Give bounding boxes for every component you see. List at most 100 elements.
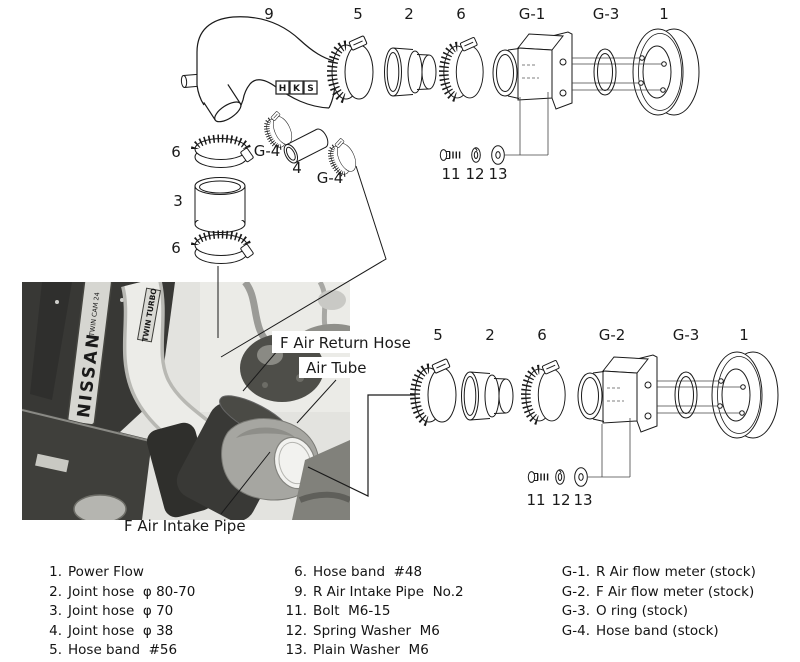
part-number: 1. [49, 564, 62, 580]
photo-nissan-plaque: NISSAN TWIN CAM 24 [66, 282, 113, 426]
joint-hose-80-70-front-drawing [461, 371, 514, 421]
part-number: 3. [49, 603, 62, 620]
hose-band-48-drawing [444, 37, 483, 98]
parts-list-item: G-2. F Air flow meter (stock) [556, 583, 756, 603]
parts-list-item: G-1. R Air flow meter (stock) [556, 563, 756, 583]
o-ring-front-drawing [674, 371, 698, 419]
filter-bolt-holes [638, 55, 667, 93]
label-meter-g1: G-1 [519, 5, 546, 23]
parts-list-column-3: G-1. R Air flow meter (stock) G-2. F Air f… [556, 563, 756, 641]
label-hose-2: 2 [404, 5, 414, 23]
parts-list-item: 9.R Air Intake Pipe No.2 [281, 583, 464, 603]
label-band-6-bottom: 6 [171, 239, 181, 257]
hose-band-56-front-drawing [415, 359, 456, 422]
alignment-lines [572, 57, 663, 91]
air-flow-meter-g1-drawing [492, 31, 573, 110]
callout-return-hose: F Air Return Hose [280, 334, 411, 352]
part-number: 12. [285, 622, 307, 639]
filter-bolt-holes-front [717, 378, 746, 416]
parts-list-item: G-3. O ring (stock) [556, 602, 756, 622]
bolt-drawing [440, 150, 461, 161]
part-label: Bolt M6-15 [313, 603, 391, 620]
joint-hose-80-70-drawing [384, 47, 437, 97]
leader-return-hose [242, 349, 279, 392]
part-label: Joint hose φ 70 [68, 603, 174, 620]
part-label: Joint hose φ 80-70 [68, 583, 196, 600]
label-hose-3: 3 [173, 192, 183, 210]
hose-band-48-front-drawing [526, 360, 565, 421]
label-filter-1f: 1 [739, 326, 749, 344]
part-label: Power Flow [68, 564, 144, 580]
parts-list-item: 6.Hose band #48 [281, 563, 464, 583]
leader-intake-pipe [220, 451, 271, 515]
label-hose-2f: 2 [485, 326, 495, 344]
label-hose-4: 4 [292, 159, 302, 177]
power-flow-filter-front-drawing [711, 351, 779, 439]
part-number: G-2. [561, 583, 590, 600]
parts-list-item: 2. Joint hose φ 80-70 [36, 583, 195, 603]
plain-washer-front-drawing [574, 467, 588, 487]
hks-letter-k: K [293, 84, 301, 94]
label-oring-g3: G-3 [593, 5, 620, 23]
label-band-5f: 5 [433, 326, 443, 344]
parts-list-item: 1. Power Flow [36, 563, 195, 583]
part-number: 5. [49, 642, 62, 659]
label-washer-13f: 13 [573, 491, 592, 509]
part-label: Plain Washer M6 [313, 642, 429, 659]
front-assembly: 5 2 6 G-2 G-3 1 11 1 [415, 326, 779, 509]
part-label: F Air flow meter (stock) [596, 583, 755, 600]
leader-g4-to-photo [220, 165, 387, 358]
part-label: O ring (stock) [596, 603, 688, 620]
parts-list-item: 3. Joint hose φ 70 [36, 602, 195, 622]
label-g4a: G-4 [254, 142, 281, 160]
part-number: 6. [294, 564, 307, 580]
callout-intake-pipe: F Air Intake Pipe [124, 517, 246, 535]
label-bolt-11: 11 [441, 165, 460, 183]
part-number: 4. [49, 622, 62, 639]
parts-list-item: 13.Plain Washer M6 [281, 641, 464, 661]
parts-list-item: G-4.Hose band (stock) [556, 622, 756, 642]
label-filter-1: 1 [659, 5, 669, 23]
plain-washer-drawing [491, 145, 505, 165]
parts-list-column-1: 1. Power Flow 2. Joint hose φ 80-70 3. Join… [36, 563, 195, 661]
exploded-diagram: NISSAN TWIN CAM 24 TWIN TURBO [22, 5, 779, 535]
o-ring-drawing [593, 48, 617, 96]
callout-leaders [217, 165, 415, 515]
parts-list-item: 11. Bolt M6-15 [281, 602, 464, 622]
fastener-leader [505, 92, 549, 156]
hose-band-48-top-drawing [195, 139, 254, 168]
label-band-6-top: 6 [171, 143, 181, 161]
part-number: G-1. [561, 564, 590, 580]
spring-washer-front-drawing [555, 469, 565, 485]
leader-bracket-front [307, 394, 415, 497]
air-flow-meter-g2-drawing [577, 354, 658, 433]
part-label: R Air flow meter (stock) [596, 564, 756, 580]
part-label: Hose band #56 [68, 642, 178, 659]
pipe-outlet [201, 82, 242, 123]
alignment-lines-front [657, 380, 742, 414]
label-bolt-11f: 11 [526, 491, 545, 509]
hks-logo: H K S [275, 80, 318, 95]
label-band-6f: 6 [537, 326, 547, 344]
hose-band-48-bottom-drawing [195, 235, 254, 264]
bolt-front-drawing [528, 472, 549, 483]
leader-air-tube [296, 379, 337, 424]
part-label: R Air Intake Pipe No.2 [313, 583, 464, 600]
parts-list-item: 5. Hose band #56 [36, 641, 195, 661]
part-number: 2. [49, 583, 62, 600]
label-meter-g2: G-2 [599, 326, 626, 344]
parts-list-item: 12. Spring Washer M6 [281, 622, 464, 642]
label-washer-13: 13 [488, 165, 507, 183]
label-band-6: 6 [456, 5, 466, 23]
label-oring-g3f: G-3 [673, 326, 700, 344]
rear-assembly: 9 5 2 6 G-1 G-3 1 [171, 5, 700, 264]
part-label: Spring Washer M6 [313, 622, 440, 639]
hose-band-56-drawing [332, 36, 373, 99]
part-label: Hose band (stock) [596, 622, 719, 639]
pipe-nipple [180, 73, 199, 89]
part-number: 11. [285, 603, 307, 620]
label-washer-12f: 12 [551, 491, 570, 509]
engine-photo: NISSAN TWIN CAM 24 TWIN TURBO [22, 282, 350, 520]
part-number: G-3. [561, 603, 590, 620]
